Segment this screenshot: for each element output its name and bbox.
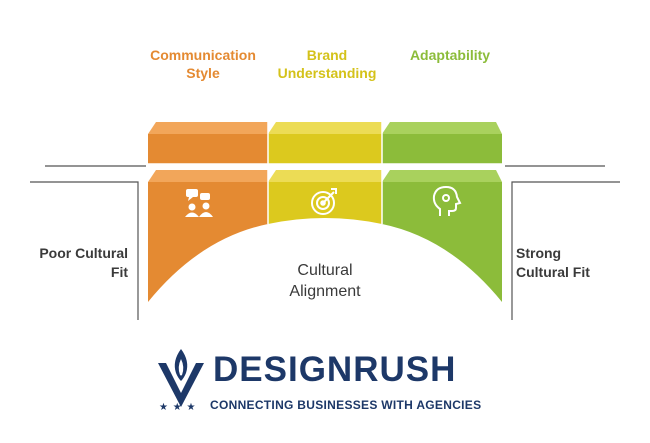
arch-block-orange <box>148 170 268 302</box>
top-slab-green <box>382 122 502 164</box>
designrush-tagline: CONNECTING BUSINESSES WITH AGENCIES <box>210 398 482 412</box>
label-poor-cultural-fit: Poor Cultural Fit <box>39 245 128 280</box>
target-arrow-icon <box>311 188 337 215</box>
label-adaptability: Adaptability <box>409 47 491 63</box>
left-cliff-lower <box>30 181 139 320</box>
designrush-wordmark: DESIGNRUSH <box>213 350 457 389</box>
top-slab-orange <box>148 122 268 164</box>
label-brand-understanding: Brand Understanding <box>277 47 377 81</box>
right-cliff-lower <box>511 181 620 320</box>
label-cultural-alignment: Cultural Alignment <box>289 262 361 300</box>
designrush-logo-icon <box>158 349 204 407</box>
people-chat-icon <box>185 189 213 217</box>
label-strong-cultural-fit: Strong Cultural Fit <box>516 245 590 280</box>
top-slab-yellow <box>268 122 382 164</box>
label-communication-style: Communication Style <box>150 47 256 81</box>
arch-block-green <box>382 170 502 302</box>
head-brain-icon <box>432 185 462 216</box>
designrush-stars: ★ ★ ★ <box>159 402 197 413</box>
